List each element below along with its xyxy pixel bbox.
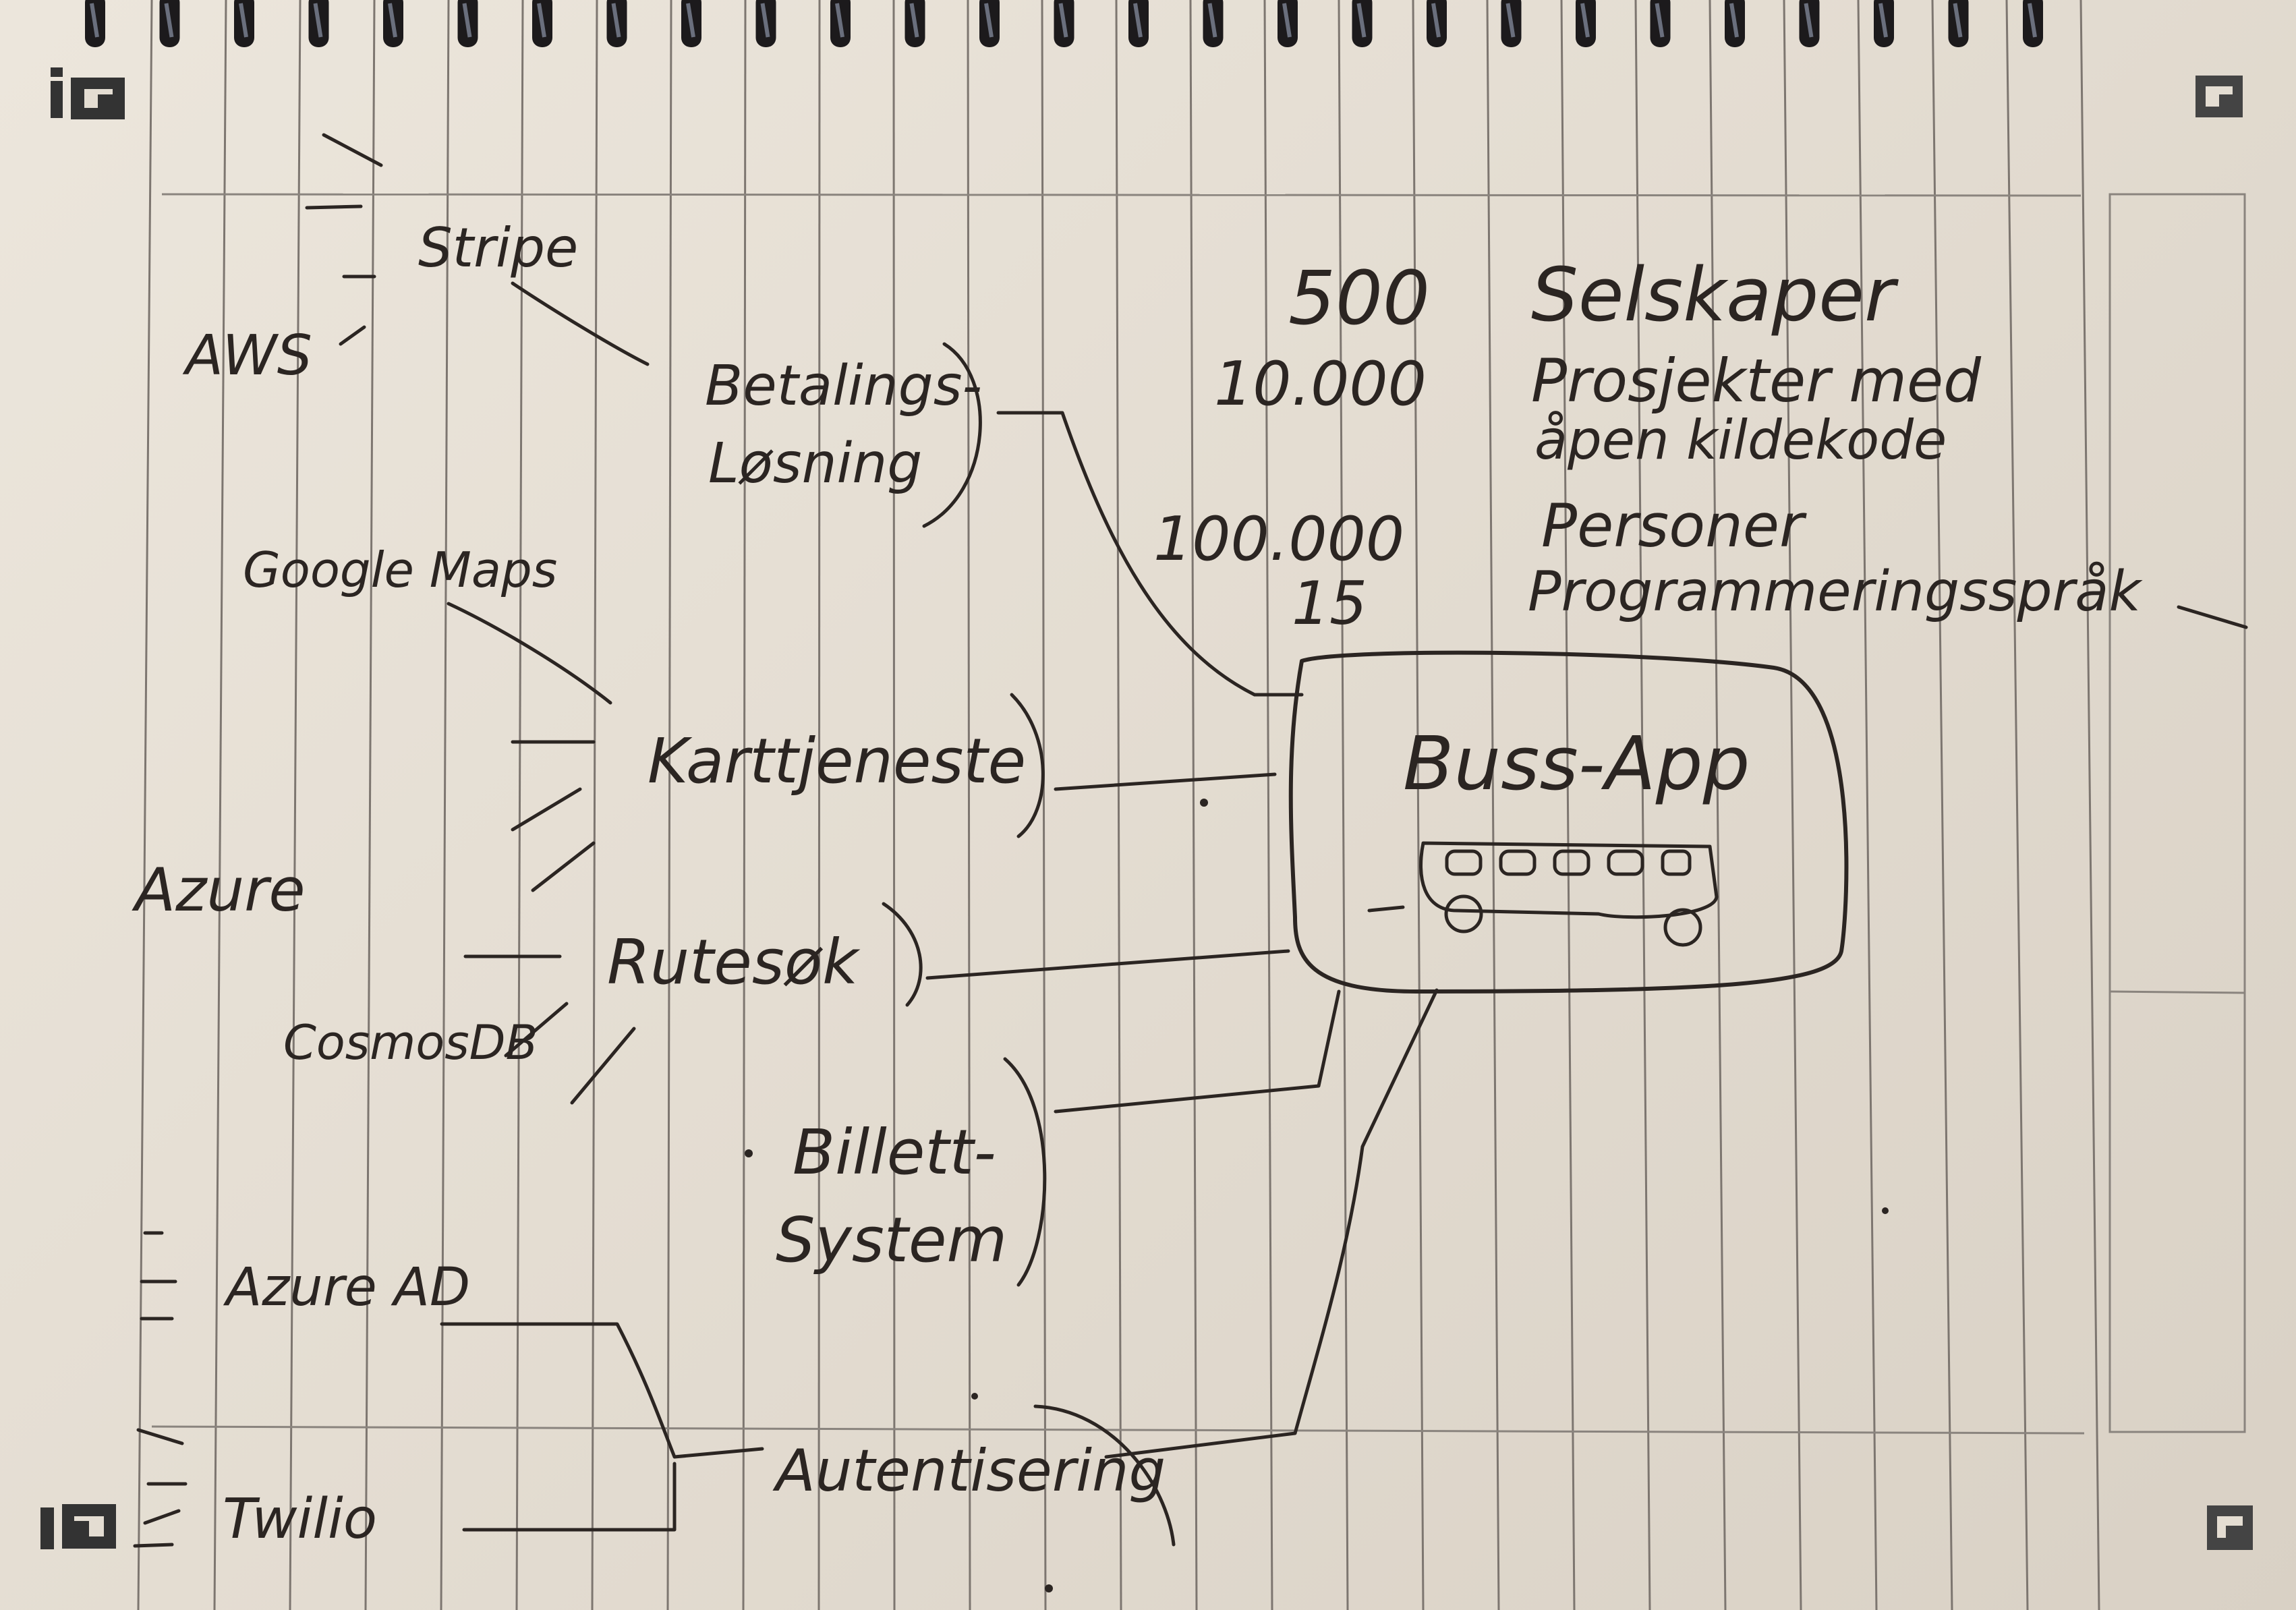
logo-bottom-left bbox=[40, 1504, 116, 1549]
service-betaling-line1: Betalings- bbox=[705, 354, 982, 418]
provider-azure-ad: Azure AD bbox=[223, 1257, 470, 1318]
stat-underline bbox=[2177, 605, 2248, 629]
spiral-ring-highlight bbox=[462, 3, 472, 38]
spiral-ring-highlight bbox=[1282, 3, 1292, 38]
provider-aws: AWS bbox=[182, 324, 312, 388]
provider-stripe: Stripe bbox=[418, 217, 578, 279]
spiral-ring-highlight bbox=[760, 3, 770, 38]
connectors bbox=[440, 281, 1439, 1532]
spiral-ring-highlight bbox=[686, 3, 695, 38]
stat-label-4: Programmeringsspråk bbox=[1528, 560, 2144, 624]
spiral-ring-highlight bbox=[1953, 3, 1963, 38]
spiral-ring-highlight bbox=[1207, 3, 1217, 38]
spiral-ring-highlight bbox=[1133, 3, 1143, 38]
spiral-ring-highlight bbox=[537, 3, 546, 38]
spiral-ring-highlight bbox=[1804, 3, 1814, 38]
spiral-ring-highlight bbox=[984, 3, 994, 38]
service-billett-line2: System bbox=[776, 1204, 1007, 1276]
stat-number-4: 15 bbox=[1292, 569, 1367, 638]
provider-cosmosdb: CosmosDB bbox=[283, 1015, 538, 1070]
spiral-binding bbox=[85, 0, 2043, 47]
spiral-ring-highlight bbox=[2028, 3, 2037, 38]
service-kart: Karttjeneste bbox=[648, 725, 1026, 797]
provider-twilio: Twilio bbox=[223, 1487, 377, 1551]
service-auth: Autentisering bbox=[772, 1437, 1166, 1505]
spiral-ring-highlight bbox=[909, 3, 919, 38]
stray-dots bbox=[745, 799, 1889, 1592]
spiral-ring-highlight bbox=[1356, 3, 1367, 38]
spiral-ring-highlight bbox=[1878, 3, 1888, 38]
stat-number-2: 10.000 bbox=[1214, 349, 1427, 420]
spiral-ring-highlight bbox=[1729, 3, 1739, 38]
spiral-ring-highlight bbox=[835, 3, 844, 38]
corner-markers bbox=[40, 67, 2253, 1550]
spiral-ring-highlight bbox=[611, 3, 621, 38]
stats-block: 500 Selskaper 10.000 Prosjekter med åpen… bbox=[1153, 252, 2248, 638]
logo-bottom-right bbox=[2207, 1505, 2253, 1550]
service-billett-line1: Billett- bbox=[793, 1116, 996, 1188]
spiral-ring-highlight bbox=[1505, 3, 1516, 38]
stat-label-2b: åpen kildekode bbox=[1534, 409, 1947, 471]
side-box bbox=[2108, 193, 2246, 1433]
provider-azure: Azure bbox=[132, 855, 305, 925]
stat-label-3: Personer bbox=[1541, 491, 1807, 560]
spiral-ring-highlight bbox=[1580, 3, 1590, 38]
service-rute: Rutesøk bbox=[607, 926, 861, 998]
spiral-ring-highlight bbox=[90, 3, 99, 38]
logo-top-right bbox=[2195, 76, 2243, 117]
service-labels: Betalings- Løsning Karttjeneste Rutesøk … bbox=[607, 354, 1166, 1505]
stat-label-1: Selskaper bbox=[1531, 252, 1899, 338]
spiral-ring-highlight bbox=[239, 3, 248, 38]
spiral-ring-highlight bbox=[164, 3, 174, 38]
spiral-ring-highlight bbox=[313, 3, 323, 38]
stat-number-3: 100.000 bbox=[1153, 504, 1404, 575]
spiral-ring-highlight bbox=[1655, 3, 1665, 38]
center-label: Buss-App bbox=[1403, 720, 1750, 807]
brackets bbox=[882, 342, 1176, 1547]
spiral-ring-highlight bbox=[1058, 3, 1068, 38]
service-betaling-line2: Løsning bbox=[708, 432, 922, 496]
provider-labels: Stripe AWS Google Maps Azure CosmosDB Az… bbox=[132, 217, 578, 1551]
horizontal-rules bbox=[151, 193, 2246, 1435]
tally-marks bbox=[133, 133, 636, 1548]
vertical-rules bbox=[137, 0, 2100, 1610]
stat-number-1: 500 bbox=[1288, 255, 1430, 341]
spiral-ring-highlight bbox=[388, 3, 397, 38]
spiral-ring-highlight bbox=[1431, 3, 1441, 38]
buss-app-box: Buss-App bbox=[1288, 650, 1849, 994]
logo-top-left bbox=[51, 67, 125, 119]
bus-icon bbox=[1367, 841, 1719, 947]
stat-label-2: Prosjekter med bbox=[1531, 346, 1982, 415]
provider-google-maps: Google Maps bbox=[243, 542, 557, 598]
